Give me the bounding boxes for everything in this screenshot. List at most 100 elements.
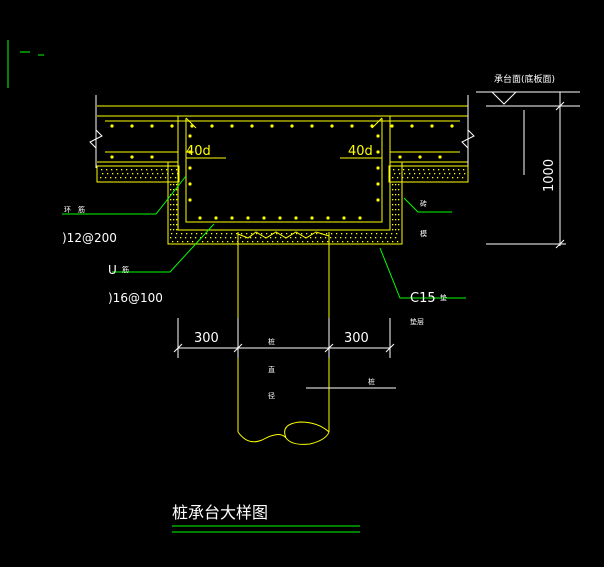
hatch-speck xyxy=(438,169,440,171)
hatch-speck xyxy=(449,173,451,175)
hatch-speck xyxy=(172,241,174,243)
hatch-speck xyxy=(385,237,387,239)
hatch-speck xyxy=(250,237,252,239)
hatch-speck xyxy=(326,233,328,235)
hatch-speck xyxy=(131,169,133,171)
hatch-speck xyxy=(322,241,324,243)
hatch-speck xyxy=(437,177,439,179)
note-left-1: 环 xyxy=(64,206,71,214)
hatch-speck xyxy=(210,237,212,239)
hatch-speck xyxy=(352,241,354,243)
hatch-speck xyxy=(173,184,175,186)
rebar-dot xyxy=(250,124,254,128)
hatch-speck xyxy=(376,233,378,235)
hatch-speck xyxy=(365,237,367,239)
hatch-speck xyxy=(414,173,416,175)
hatch-speck xyxy=(370,237,372,239)
hatch-speck xyxy=(287,241,289,243)
hatch-speck xyxy=(341,233,343,235)
cushion-hatch xyxy=(100,169,466,243)
hatch-speck xyxy=(422,177,424,179)
hatch-speck xyxy=(381,233,383,235)
hatch-speck xyxy=(170,219,172,221)
hatch-speck xyxy=(180,237,182,239)
hatch-speck xyxy=(206,233,208,235)
hatch-speck xyxy=(398,214,400,216)
pile-text-2: 直 xyxy=(268,365,275,374)
hatch-speck xyxy=(395,214,397,216)
hatch-speck xyxy=(325,237,327,239)
rebar-dot xyxy=(342,216,346,220)
hatch-speck xyxy=(346,233,348,235)
rebar-dot xyxy=(310,124,314,128)
hatch-speck xyxy=(395,199,397,201)
hatch-speck xyxy=(447,177,449,179)
rebar-dot xyxy=(358,216,362,220)
hatch-speck xyxy=(399,173,401,175)
hatch-speck xyxy=(176,194,178,196)
hatch-speck xyxy=(392,177,394,179)
hatch-speck xyxy=(367,241,369,243)
hatch-speck xyxy=(155,177,157,179)
hatch-speck xyxy=(454,173,456,175)
hatch-speck xyxy=(458,169,460,171)
hatch-speck xyxy=(292,241,294,243)
hatch-speck xyxy=(336,233,338,235)
hatch-speck xyxy=(395,204,397,206)
hatch-speck xyxy=(301,233,303,235)
hatch-speck xyxy=(398,199,400,201)
note-u: 筋 xyxy=(122,265,129,274)
hatch-speck xyxy=(246,233,248,235)
hatch-speck xyxy=(212,241,214,243)
hatch-speck xyxy=(350,237,352,239)
hatch-speck xyxy=(357,241,359,243)
hatch-speck xyxy=(448,169,450,171)
hatch-speck xyxy=(170,199,172,201)
rebar-dot xyxy=(376,150,380,154)
pile-text-3: 径 xyxy=(268,391,275,400)
hatch-speck xyxy=(432,177,434,179)
hatch-speck xyxy=(175,177,177,179)
hatch-speck xyxy=(434,173,436,175)
hatch-speck xyxy=(312,241,314,243)
hatch-speck xyxy=(186,233,188,235)
rebar-dot xyxy=(150,124,154,128)
hatch-speck xyxy=(291,233,293,235)
hatch-speck xyxy=(395,194,397,196)
hatch-speck xyxy=(205,237,207,239)
hatch-speck xyxy=(170,189,172,191)
rebar-dot xyxy=(326,216,330,220)
hatch-speck xyxy=(330,237,332,239)
rebar-dot xyxy=(230,124,234,128)
hatch-speck xyxy=(176,204,178,206)
dim-left-label: 300 xyxy=(194,331,219,346)
hatch-speck xyxy=(217,241,219,243)
pile xyxy=(237,231,330,445)
hatch-speck xyxy=(170,214,172,216)
rebar-dot xyxy=(376,198,380,202)
hatch-speck xyxy=(439,173,441,175)
hatch-speck xyxy=(176,184,178,186)
rebar-dot xyxy=(398,155,402,159)
hatch-speck xyxy=(106,169,108,171)
hatch-speck xyxy=(182,241,184,243)
hatch-speck xyxy=(240,237,242,239)
hatch-speck xyxy=(165,177,167,179)
hatch-speck xyxy=(176,209,178,211)
note-c15: 垫 xyxy=(440,293,447,302)
rebar-dot xyxy=(330,124,334,128)
hatch-speck xyxy=(342,241,344,243)
hatch-speck xyxy=(176,199,178,201)
hatch-speck xyxy=(427,177,429,179)
hatch-speck xyxy=(395,209,397,211)
hatch-speck xyxy=(433,169,435,171)
hatch-speck xyxy=(176,229,178,231)
hatch-speck xyxy=(147,173,149,175)
hatch-speck xyxy=(261,233,263,235)
hatch-speck xyxy=(398,194,400,196)
concrete-label: C15 xyxy=(410,291,436,306)
rebar-dot xyxy=(110,124,114,128)
hatch-speck xyxy=(125,177,127,179)
rebar-dot xyxy=(262,216,266,220)
hatch-speck xyxy=(230,237,232,239)
